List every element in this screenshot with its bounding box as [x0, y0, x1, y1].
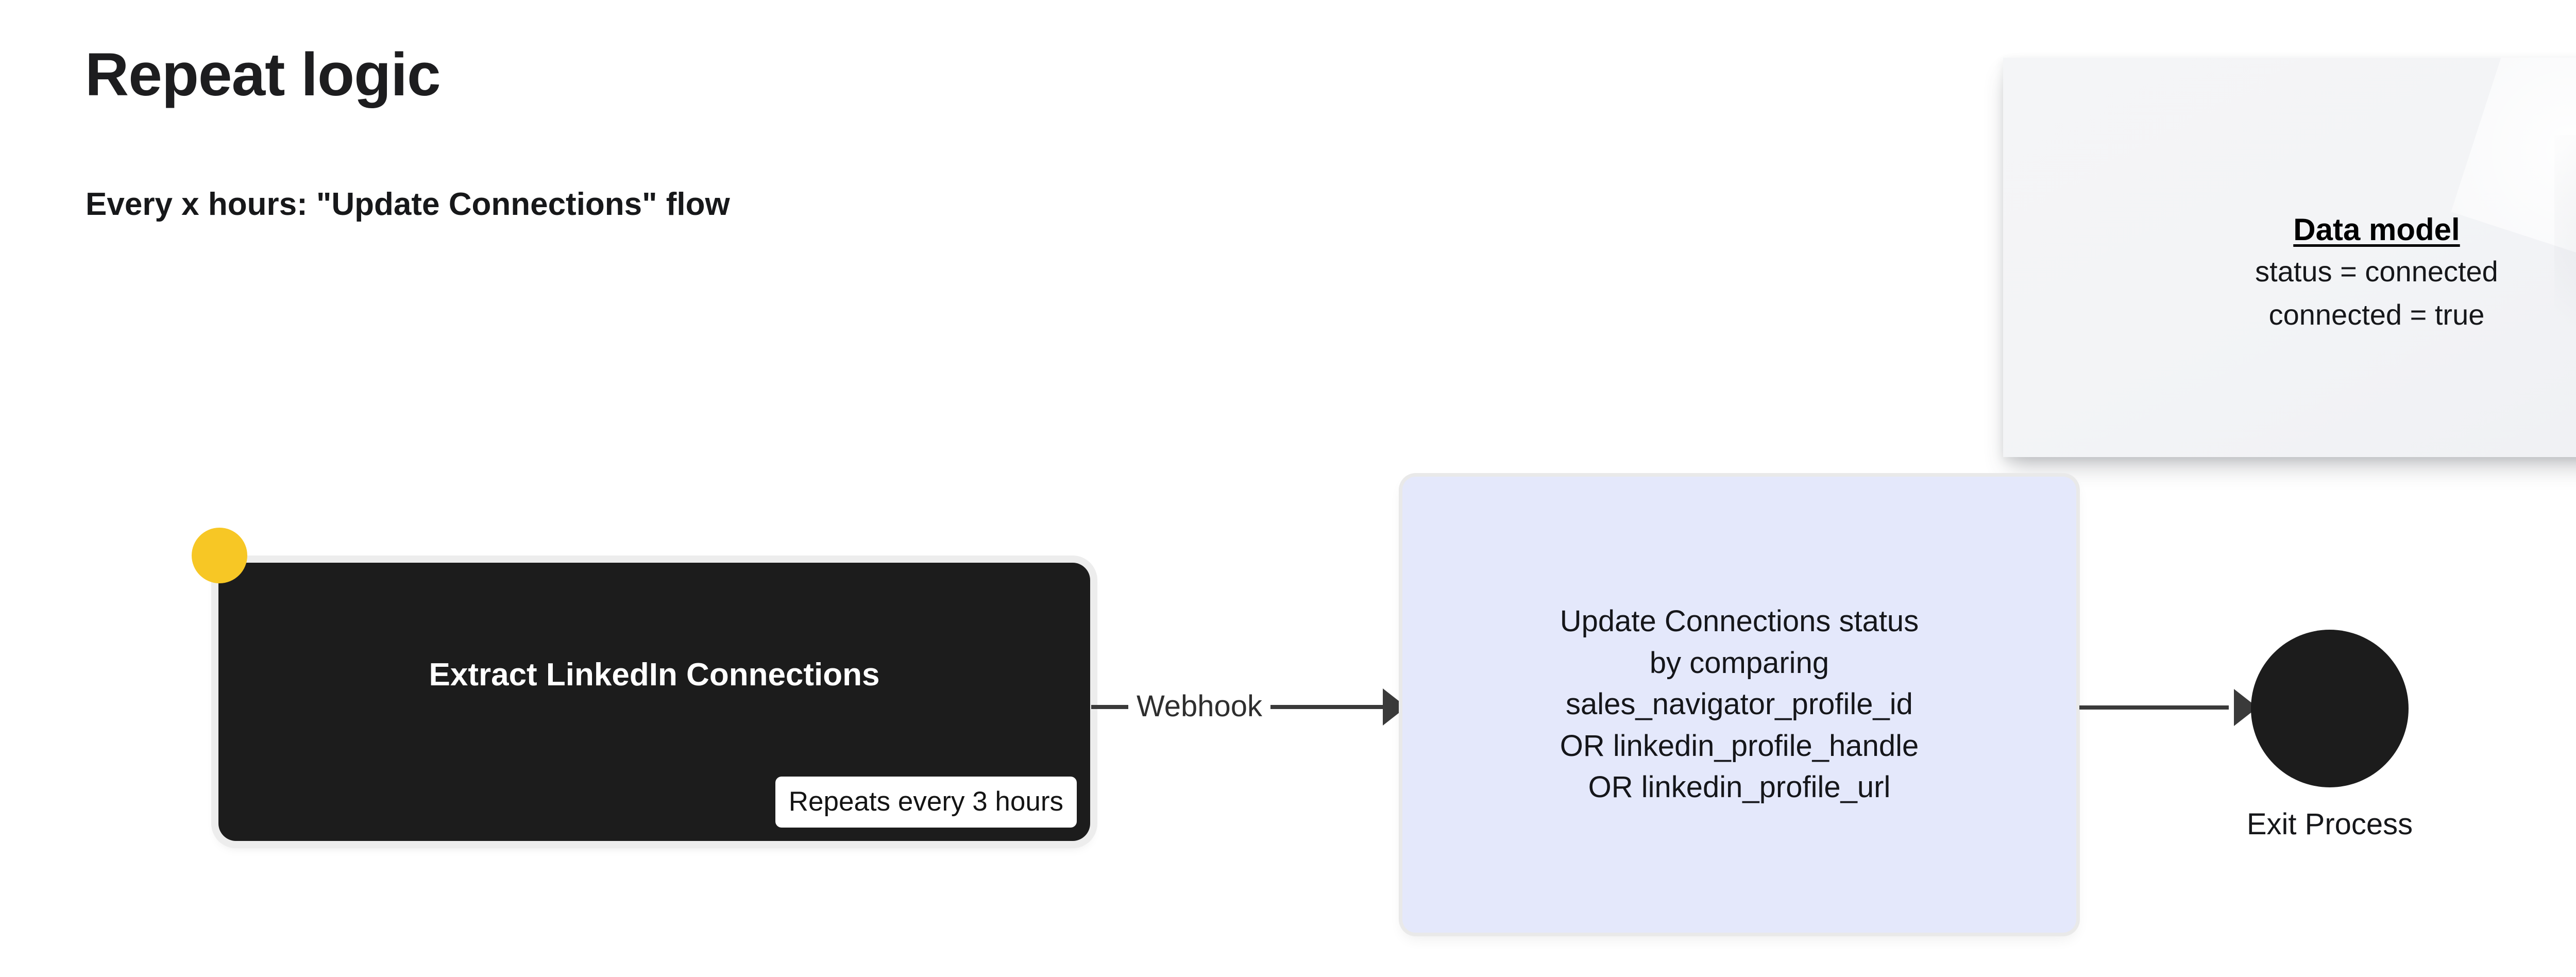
- page-title: Repeat logic: [85, 41, 441, 109]
- data-model-field-status: status = connected: [2255, 255, 2498, 288]
- node-exit-process-label: Exit Process: [2246, 807, 2413, 841]
- node-extract-linkedin-connections[interactable]: Extract LinkedIn Connections Repeats eve…: [218, 563, 1090, 841]
- node-title: Extract LinkedIn Connections: [429, 657, 880, 693]
- edge-stub-line: [1091, 705, 1128, 709]
- node-update-connections-status[interactable]: Update Connections status by comparing s…: [1402, 477, 2076, 933]
- node-exit-process[interactable]: [2251, 630, 2409, 787]
- data-model-content: Data model status = connected connected …: [2003, 210, 2576, 335]
- node-body-text: Update Connections status by comparing s…: [1560, 604, 1919, 804]
- edge-arrow-icon: [1270, 705, 1403, 709]
- data-model-field-connected: connected = true: [2268, 298, 2485, 331]
- data-model-heading: Data model: [2293, 212, 2460, 247]
- data-model-card: Data model status = connected connected …: [2003, 58, 2576, 457]
- edge-label-webhook: Webhook: [1137, 689, 1262, 723]
- page-subtitle: Every x hours: "Update Connections" flow: [86, 187, 730, 222]
- edge-to-exit: [2079, 689, 2258, 726]
- edge-line: [2079, 705, 2229, 710]
- trigger-dot-icon: [192, 528, 247, 583]
- edge-webhook: Webhook: [1091, 673, 1403, 740]
- repeat-schedule-badge: Repeats every 3 hours: [775, 777, 1077, 828]
